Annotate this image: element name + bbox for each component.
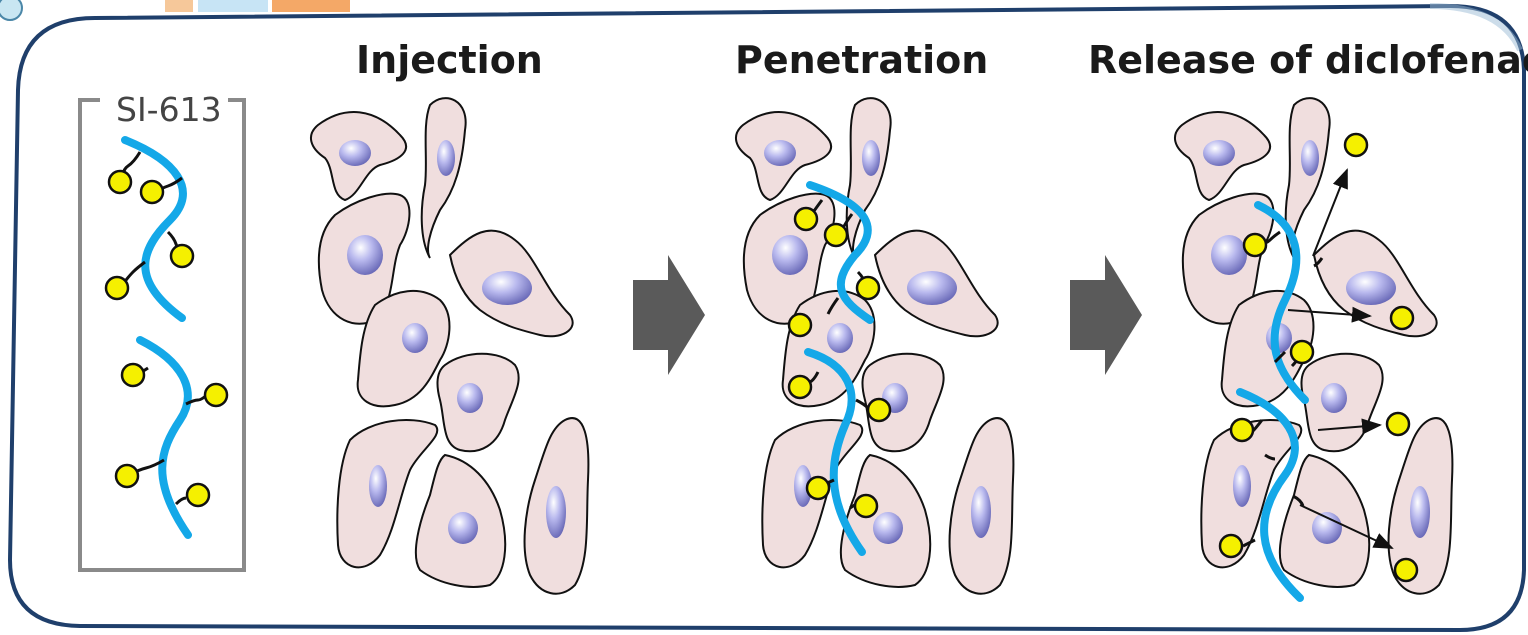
drug-molecule-icon [1345, 134, 1367, 156]
drug-molecule-icon [1391, 307, 1413, 329]
drug-molecule-icon [1395, 559, 1417, 581]
nucleus-icon [402, 323, 428, 353]
drug-molecule-icon [1387, 413, 1409, 435]
process-arrow-icon [1070, 255, 1142, 375]
drug-molecule-icon [1231, 419, 1253, 441]
nucleus-icon [546, 486, 566, 538]
nucleus-icon [482, 271, 532, 305]
drug-molecule-icon [1220, 535, 1242, 557]
nucleus-icon [437, 140, 455, 176]
drug-molecule-icon [789, 376, 811, 398]
inset-polymer-chains [106, 140, 227, 535]
drug-molecule-icon [122, 364, 144, 386]
drug-molecule-icon [1244, 234, 1266, 256]
drug-molecule-icon [171, 245, 193, 267]
drug-molecule-icon [187, 484, 209, 506]
drug-molecule-icon [807, 477, 829, 499]
nucleus-icon [347, 235, 383, 275]
drug-molecule-icon [205, 384, 227, 406]
si613-inset [80, 100, 244, 570]
drug-molecule-icon [116, 465, 138, 487]
drug-molecule-icon [1291, 341, 1313, 363]
drug-molecule-icon [109, 171, 131, 193]
drug-molecule-icon [855, 495, 877, 517]
cell-icon [422, 98, 466, 258]
si613-label: SI-613 [110, 90, 228, 129]
nucleus-icon [457, 383, 483, 413]
drug-molecule-icon [106, 277, 128, 299]
injection-title: Injection [356, 38, 543, 82]
nucleus-icon [369, 465, 387, 507]
drug-molecule-icon [857, 277, 879, 299]
cell-cluster-penetration [736, 98, 1013, 594]
cell-cluster-injection [311, 98, 588, 594]
release-title: Release of diclofenac [1088, 38, 1528, 82]
process-arrow-icon [633, 255, 705, 375]
drug-molecule-icon [868, 399, 890, 421]
cell-cluster-release [1175, 98, 1452, 594]
polymer-chain-icon [125, 140, 183, 318]
drug-molecule-icon [825, 224, 847, 246]
nucleus-icon [448, 512, 478, 544]
penetration-title: Penetration [735, 38, 988, 82]
drug-molecule-icon [789, 314, 811, 336]
drug-molecule-icon [795, 208, 817, 230]
nucleus-icon [339, 140, 371, 166]
drug-molecule-icon [141, 181, 163, 203]
